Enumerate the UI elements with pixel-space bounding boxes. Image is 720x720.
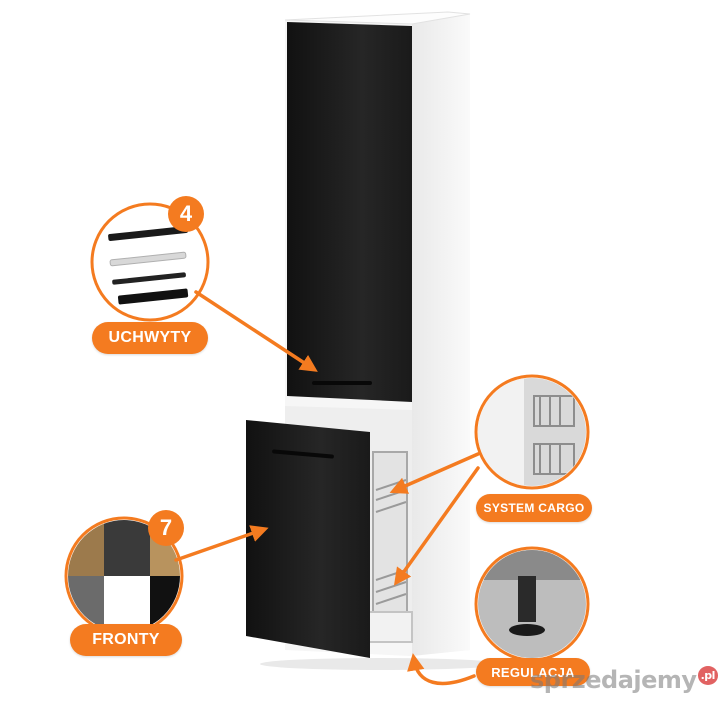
fronts-inset	[64, 516, 184, 636]
adjust-label: REGULACJA	[476, 658, 590, 686]
handles-label: UCHWYTY	[92, 322, 208, 354]
arrow-handles	[194, 290, 318, 372]
floor-shadow	[260, 658, 500, 670]
cargo-basket	[365, 451, 413, 643]
watermark-text: sprzedajemy	[530, 666, 697, 694]
cabinet	[246, 11, 500, 670]
arrow-cargo-2	[393, 466, 480, 586]
handle-2-icon	[109, 251, 187, 267]
arrow-fronts	[174, 525, 269, 562]
fronts-label: FRONTY	[70, 624, 182, 656]
adjust-inset	[474, 546, 590, 662]
handles-count-badge: 4	[168, 196, 204, 232]
cargo-inset	[474, 374, 590, 490]
drawer-front	[246, 420, 370, 658]
arrow-adjust	[407, 653, 476, 686]
upper-door	[287, 22, 412, 402]
handle-4-icon	[117, 288, 189, 305]
fronts-count-badge: 7	[148, 510, 184, 546]
cargo-label: SYSTEM CARGO	[476, 494, 592, 522]
drawer-handle	[272, 449, 334, 459]
watermark: sprzedajemy.pl	[530, 666, 718, 694]
cabinet-top	[284, 11, 471, 25]
swatch-white	[104, 576, 150, 632]
handle-1-icon	[108, 226, 189, 241]
handle-3-icon	[112, 272, 186, 285]
swatch-oak	[68, 520, 104, 576]
swatch-graphite	[104, 520, 150, 576]
handles-inset	[90, 202, 210, 322]
upper-door-handle	[312, 381, 372, 385]
watermark-suffix: .pl	[697, 666, 718, 685]
cabinet-side	[412, 14, 470, 656]
callout-arrows	[174, 290, 480, 686]
leveling-foot-icon	[518, 576, 536, 622]
arrow-cargo-1	[389, 452, 480, 494]
